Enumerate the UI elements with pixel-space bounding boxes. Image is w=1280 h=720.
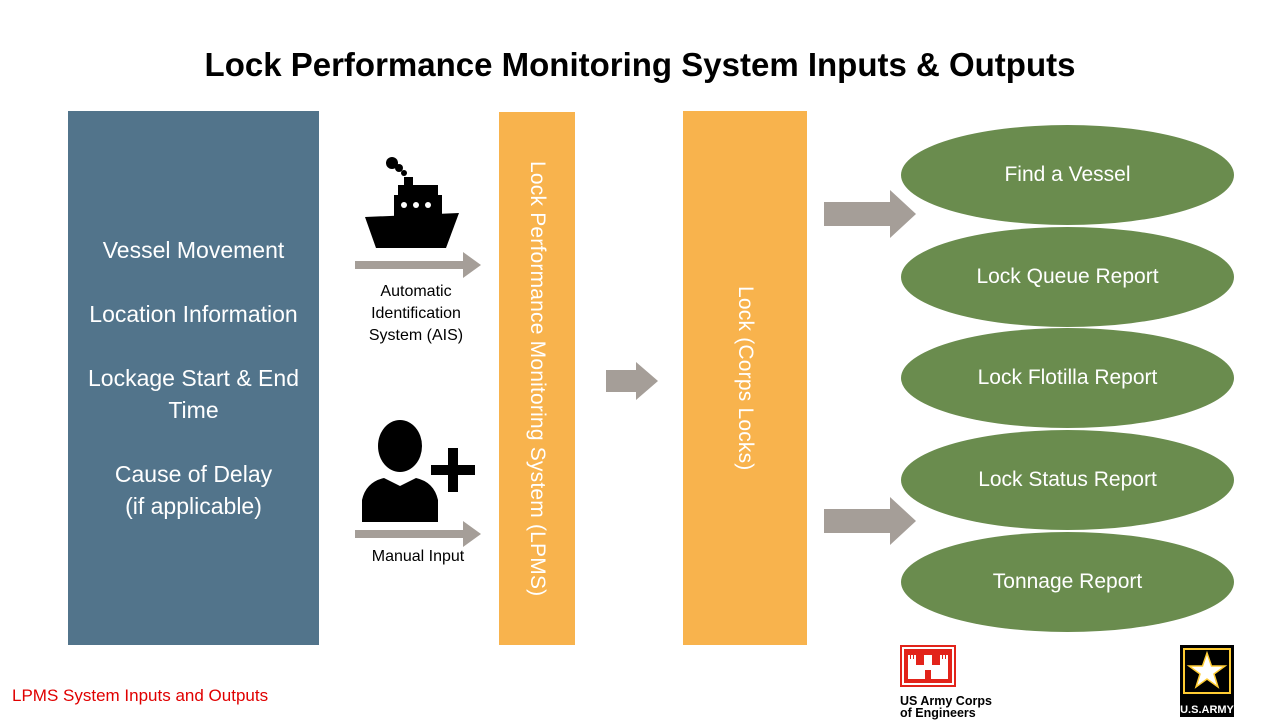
manual-input-caption: Manual Input bbox=[371, 548, 465, 565]
output-arrow-top bbox=[824, 190, 916, 238]
output-label: Lock Status Report bbox=[978, 468, 1157, 491]
star-icon bbox=[1183, 648, 1231, 694]
output-lock-flotilla-report: Lock Flotilla Report bbox=[901, 328, 1234, 428]
lpms-to-lock-arrow bbox=[606, 362, 658, 400]
us-army-logo-text: U.S.ARMY bbox=[1180, 704, 1234, 716]
output-find-a-vessel: Find a Vessel bbox=[901, 125, 1234, 225]
lock-bar-label: Lock (Corps Locks) bbox=[734, 285, 757, 471]
castle-icon bbox=[900, 645, 956, 687]
output-label: Tonnage Report bbox=[992, 570, 1143, 593]
output-lock-status-report: Lock Status Report bbox=[901, 430, 1234, 530]
input-item-cause-of-delay: Cause of Delay (if applicable) bbox=[114, 461, 273, 519]
page-title: Lock Performance Monitoring System Input… bbox=[204, 46, 1076, 83]
ship-icon bbox=[365, 157, 459, 248]
output-label: Lock Flotilla Report bbox=[977, 366, 1158, 389]
usace-logo-line1: US Army Corps bbox=[900, 694, 992, 708]
footer-note: LPMS System Inputs and Outputs bbox=[12, 686, 269, 705]
ais-arrow bbox=[355, 252, 481, 278]
output-lock-queue-report: Lock Queue Report bbox=[901, 227, 1234, 327]
lock-bar: Lock (Corps Locks) bbox=[683, 111, 807, 645]
output-arrow-bottom bbox=[824, 497, 916, 545]
manual-input-arrow bbox=[355, 521, 481, 547]
usace-logo-line2: of Engineers bbox=[900, 706, 976, 720]
ais-caption: Automatic Identification System (AIS) bbox=[368, 283, 464, 344]
input-item-location-information: Location Information bbox=[89, 301, 298, 327]
usace-logo: US Army Corps of Engineers bbox=[900, 645, 992, 719]
add-person-icon bbox=[362, 420, 475, 522]
input-item-vessel-movement: Vessel Movement bbox=[102, 237, 285, 263]
lpms-bar: Lock Performance Monitoring System (LPMS… bbox=[499, 112, 575, 645]
input-item-lockage-time: Lockage Start & End Time bbox=[88, 365, 299, 423]
lpms-bar-label: Lock Performance Monitoring System (LPMS… bbox=[526, 160, 549, 597]
output-label: Find a Vessel bbox=[1004, 163, 1131, 186]
inputs-box: Vessel Movement Location Information Loc… bbox=[68, 111, 319, 645]
output-tonnage-report: Tonnage Report bbox=[901, 532, 1234, 632]
output-label: Lock Queue Report bbox=[976, 265, 1159, 288]
us-army-logo: U.S.ARMY bbox=[1180, 645, 1234, 717]
